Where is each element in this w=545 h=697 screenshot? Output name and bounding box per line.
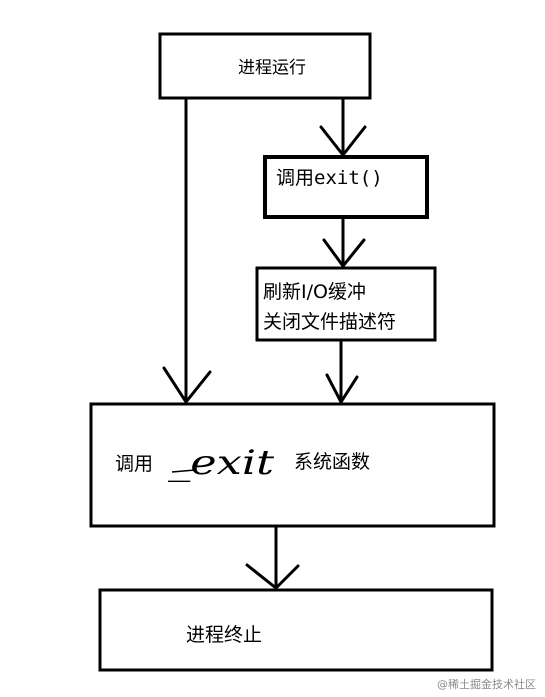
node-call-exit-label: 调用exit() — [276, 167, 383, 189]
arrow-start-to-call-exit — [319, 96, 367, 158]
watermark-text: @稀土掘金技术社区 — [437, 677, 536, 691]
node-call-sys-prefix: 调用 — [115, 453, 153, 475]
node-process-running: 进程运行 — [158, 32, 372, 100]
arrow-call-exit-to-flush — [322, 215, 366, 269]
node-call-sys-func: _exit — [168, 443, 274, 483]
node-call-sys-exit: 调用 _exit 系统函数 — [89, 402, 496, 528]
arrow-start-to-sys-exit — [162, 96, 212, 405]
node-flush-close: 刷新I/O缓冲 关闭文件描述符 — [255, 266, 437, 342]
node-flush-line1: 刷新I/O缓冲 — [263, 281, 366, 303]
node-call-exit: 调用exit() — [263, 155, 429, 219]
arrow-sys-exit-to-terminated — [245, 524, 300, 591]
arrow-flush-to-sys-exit — [325, 338, 359, 405]
node-process-running-label: 进程运行 — [238, 58, 306, 78]
node-process-terminated-label: 进程终止 — [186, 624, 262, 646]
node-flush-line2: 关闭文件描述符 — [263, 311, 396, 333]
node-process-terminated: 进程终止 — [98, 588, 494, 672]
node-call-sys-suffix: 系统函数 — [294, 451, 370, 473]
underscore-stroke — [171, 469, 196, 473]
